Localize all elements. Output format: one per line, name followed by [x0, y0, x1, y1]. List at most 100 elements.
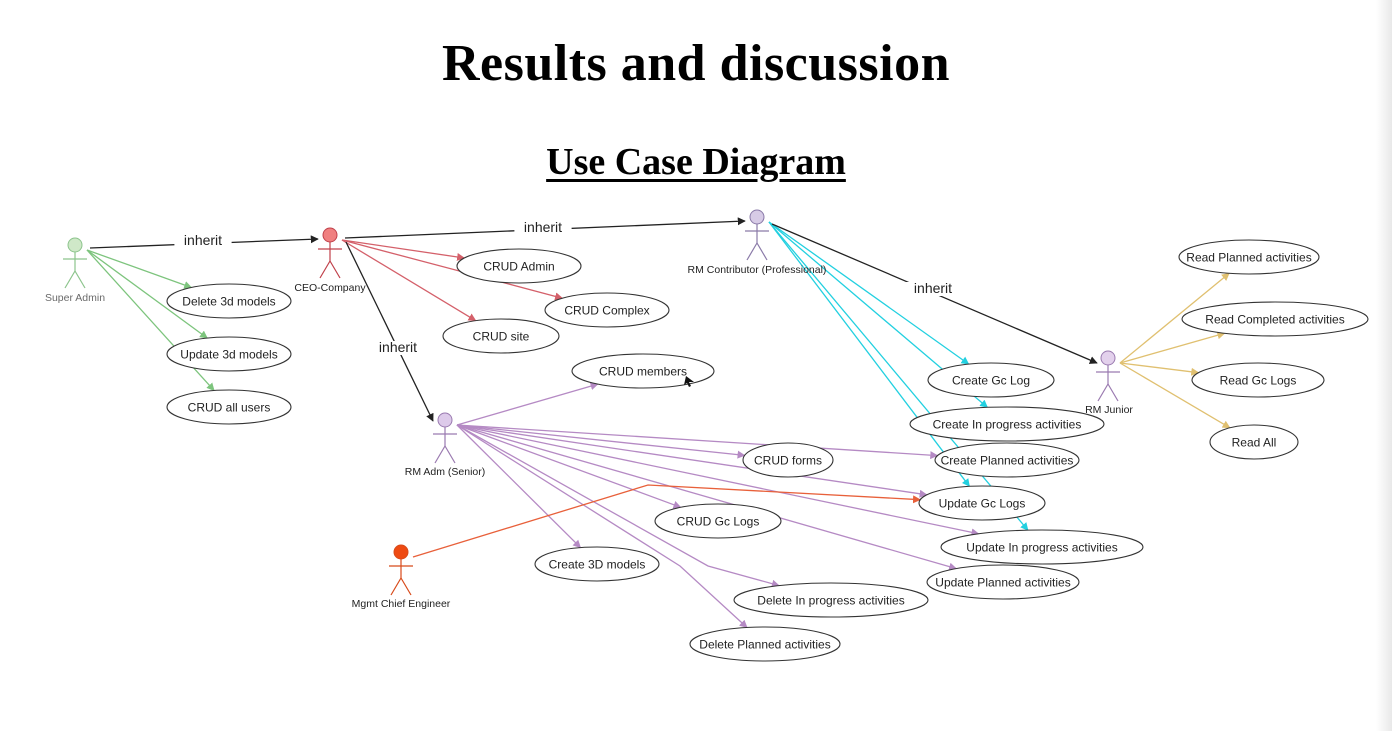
use-case-read-gc-logs[interactable]: Read Gc Logs — [1191, 362, 1325, 398]
use-case-ellipse — [571, 353, 715, 389]
use-case-label: Delete In progress activities — [757, 594, 904, 608]
actor-senior[interactable]: RM Adm (Senior) — [405, 412, 486, 478]
use-case-ellipse — [689, 626, 841, 662]
use-case-delete-3d[interactable]: Delete 3d models — [166, 283, 292, 319]
use-case-ellipse — [733, 582, 929, 618]
use-case-label: CRUD all users — [188, 401, 271, 415]
use-case-label: CRUD Complex — [564, 304, 649, 318]
use-case-label: Create Gc Log — [952, 374, 1030, 388]
use-case-ellipse — [544, 292, 670, 328]
use-case-create-gc-log[interactable]: Create Gc Log — [927, 362, 1055, 398]
use-case-create-3d[interactable]: Create 3D models — [534, 546, 660, 582]
slide-subtitle-text: Use Case Diagram — [546, 141, 846, 183]
inherit-label: inherit — [184, 232, 222, 248]
use-case-crud-complex[interactable]: CRUD Complex — [544, 292, 670, 328]
use-case-label: CRUD forms — [754, 454, 822, 468]
use-case-ellipse — [927, 362, 1055, 398]
inherit-label: inherit — [379, 339, 417, 355]
slide-subtitle: Use Case Diagram — [0, 140, 1392, 184]
association-senior-to-crud_members — [456, 382, 599, 426]
use-case-update-3d[interactable]: Update 3d models — [166, 336, 292, 372]
actor-label: CEO-Company — [294, 282, 366, 294]
association-contributor-to-create_gc_log — [768, 221, 970, 365]
actor-junior[interactable]: RM Junior — [1085, 350, 1133, 416]
association-junior-to-read_all — [1119, 362, 1231, 429]
use-case-ellipse — [534, 546, 660, 582]
use-case-crud-site[interactable]: CRUD site — [442, 318, 560, 354]
association-ceo-to-crud_admin — [341, 239, 466, 261]
actor-head — [67, 237, 83, 253]
association-contributor-to-update_gc_logs — [768, 221, 970, 487]
actor-right-leg — [329, 260, 341, 279]
use-case-crud-gc-logs[interactable]: CRUD Gc Logs — [654, 503, 782, 539]
actor-head — [437, 412, 453, 428]
actor-head — [393, 544, 409, 560]
association-super_admin-to-delete_3d — [86, 249, 193, 289]
use-case-label: CRUD Gc Logs — [677, 515, 760, 529]
use-case-ellipse — [926, 564, 1080, 600]
actor-label: RM Contributor (Professional) — [688, 264, 827, 276]
inherit-label-bg — [369, 341, 427, 355]
use-case-ellipse — [166, 336, 292, 372]
use-case-update-inprogress[interactable]: Update In progress activities — [940, 529, 1144, 565]
inherit-label-bg — [174, 234, 232, 248]
use-case-read-all[interactable]: Read All — [1209, 424, 1299, 460]
scroll-shadow — [1376, 0, 1392, 731]
use-case-crud-members[interactable]: CRUD members — [571, 353, 715, 389]
use-case-label: Update Planned activities — [935, 576, 1070, 590]
association-senior-to-update_inprogress — [456, 424, 980, 537]
use-case-update-planned[interactable]: Update Planned activities — [926, 564, 1080, 600]
actor-head — [749, 209, 765, 225]
use-case-crud-admin[interactable]: CRUD Admin — [456, 248, 582, 284]
association-senior-to-update_planned — [456, 424, 958, 571]
inherit-label: inherit — [524, 219, 562, 235]
use-case-read-completed[interactable]: Read Completed activities — [1181, 301, 1369, 337]
actor-head — [322, 227, 338, 243]
use-case-ellipse — [909, 406, 1105, 442]
inherit-label-bg — [514, 221, 572, 235]
use-case-ellipse — [1209, 424, 1299, 460]
use-case-ellipse — [934, 442, 1080, 478]
association-senior-to-delete_inprogress — [456, 424, 780, 588]
use-case-label: Update 3d models — [180, 348, 277, 362]
use-case-label: Create 3D models — [549, 558, 646, 572]
use-case-create-inprogress[interactable]: Create In progress activities — [909, 406, 1105, 442]
association-senior-to-create_planned — [456, 424, 939, 460]
use-case-delete-inprogress[interactable]: Delete In progress activities — [733, 582, 929, 618]
use-case-ellipse — [442, 318, 560, 354]
use-case-label: Update Gc Logs — [939, 497, 1026, 511]
actor-ceo[interactable]: CEO-Company — [294, 227, 366, 294]
use-case-ellipse — [940, 529, 1144, 565]
actor-right-leg — [756, 242, 768, 261]
association-junior-to-read_gc_logs — [1119, 362, 1200, 376]
actor-super-admin[interactable]: Super Admin — [45, 237, 105, 304]
use-case-label: Update In progress activities — [966, 541, 1117, 555]
use-case-delete-planned[interactable]: Delete Planned activities — [689, 626, 841, 662]
association-senior-to-delete_planned — [456, 424, 748, 629]
actor-label: RM Adm (Senior) — [405, 466, 486, 478]
use-case-label: Delete 3d models — [182, 295, 275, 309]
association-ceo-to-crud_complex — [341, 239, 564, 301]
use-case-crud-users[interactable]: CRUD all users — [166, 389, 292, 425]
use-case-create-planned[interactable]: Create Planned activities — [934, 442, 1080, 478]
use-case-label: Read All — [1232, 436, 1277, 450]
slide-title: Results and discussion — [441, 35, 951, 92]
use-case-label: Create Planned activities — [941, 454, 1074, 468]
use-case-label: CRUD site — [473, 330, 530, 344]
use-case-update-gc-logs[interactable]: Update Gc Logs — [918, 485, 1046, 521]
use-case-label: CRUD members — [599, 365, 687, 379]
actor-contributor[interactable]: RM Contributor (Professional) — [688, 209, 827, 276]
mouse-cursor-icon — [684, 376, 694, 387]
association-junior-to-read_completed — [1119, 331, 1226, 364]
actor-left-leg — [434, 445, 446, 464]
actor-right-leg — [1107, 383, 1119, 402]
association-super_admin-to-update_3d — [86, 249, 208, 339]
actor-chief[interactable]: Mgmt Chief Engineer — [352, 544, 451, 610]
use-case-crud-forms[interactable]: CRUD forms — [742, 442, 834, 478]
association-senior-to-crud_forms — [456, 424, 746, 459]
association-senior-to-crud_gc_logs — [456, 424, 682, 509]
use-case-ellipse — [166, 389, 292, 425]
use-case-read-planned[interactable]: Read Planned activities — [1178, 239, 1320, 275]
